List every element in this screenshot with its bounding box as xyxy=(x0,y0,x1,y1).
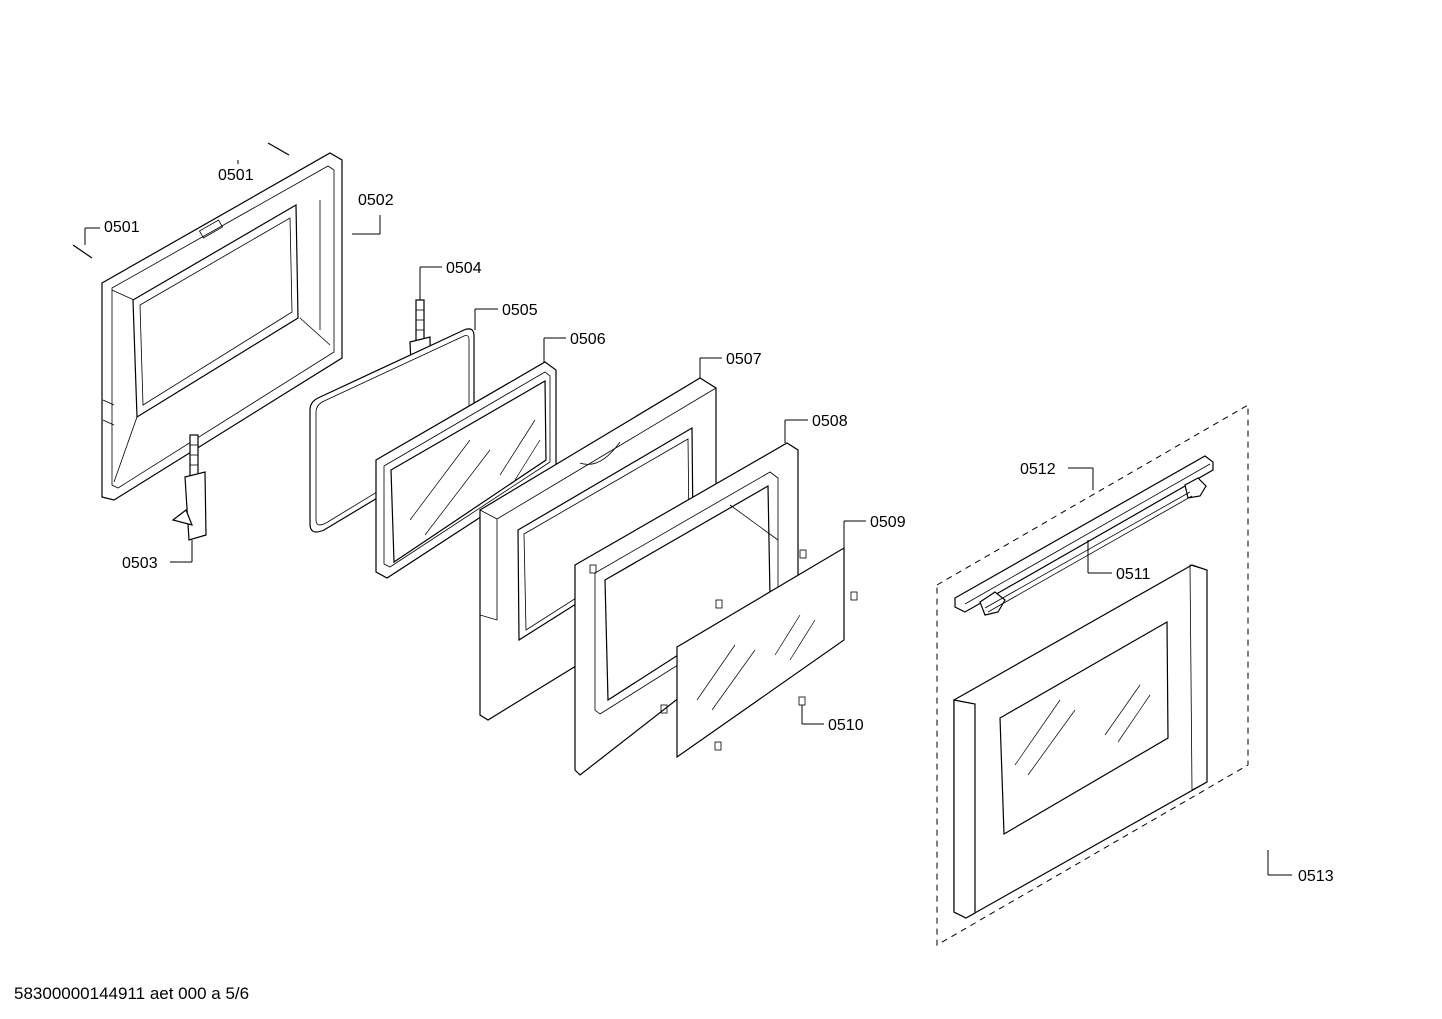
document-code: 58300000144911 aet 000 a 5/6 xyxy=(14,984,249,1003)
part-0513-handle[interactable] xyxy=(1166,771,1372,894)
leader-lines xyxy=(84,160,1292,876)
label-0510: 0510 xyxy=(828,717,864,734)
part-0503-lower-hinge[interactable] xyxy=(171,434,207,541)
label-0507: 0507 xyxy=(726,351,762,368)
part-0509-inner-glass[interactable] xyxy=(660,546,858,759)
label-0506: 0506 xyxy=(570,331,606,348)
label-0511: 0511 xyxy=(1116,566,1151,583)
label-0513: 0513 xyxy=(1298,868,1334,885)
label-0504: 0504 xyxy=(446,260,482,277)
label-0512: 0512 xyxy=(1020,461,1056,478)
part-0506-glass-assembly[interactable] xyxy=(375,361,557,579)
label-0509: 0509 xyxy=(870,514,906,531)
part-0505-gasket[interactable] xyxy=(309,328,475,533)
label-0501-left: 0501 xyxy=(104,219,140,236)
label-0503: 0503 xyxy=(122,555,158,572)
part-0501-pin-top[interactable] xyxy=(267,142,290,156)
part-0501-pin-left[interactable] xyxy=(72,244,93,259)
label-0501-top: 0501 xyxy=(218,167,254,184)
part-outer-door-panel[interactable] xyxy=(953,564,1208,919)
label-0502: 0502 xyxy=(358,192,394,209)
label-0505: 0505 xyxy=(502,302,538,319)
part-0502-inner-frame[interactable] xyxy=(101,152,343,501)
label-0508: 0508 xyxy=(812,413,848,430)
outer-door-assembly-outline xyxy=(936,404,1249,946)
